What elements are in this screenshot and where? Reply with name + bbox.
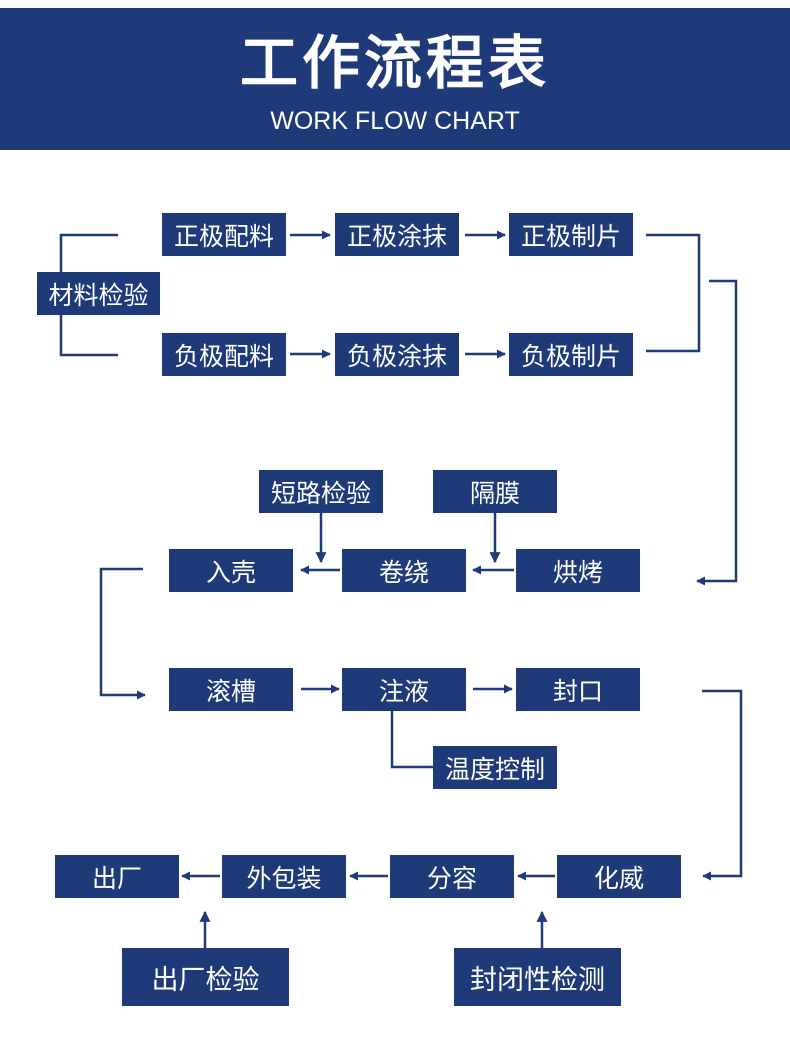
header-banner: 工作流程表 WORK FLOW CHART [0, 8, 790, 150]
step-shipment: 出厂 [55, 855, 179, 898]
step-negative-batching: 负极配料 [162, 333, 286, 376]
step-short-circuit-test: 短路检验 [259, 470, 383, 513]
temperature-bracket [390, 711, 433, 769]
step-positive-sheet: 正极制片 [509, 213, 633, 256]
step-separator: 隔膜 [433, 470, 557, 513]
step-winding: 卷绕 [342, 549, 466, 592]
step-baking: 烘烤 [516, 549, 640, 592]
step-grading: 分容 [390, 855, 514, 898]
page-subtitle: WORK FLOW CHART [270, 107, 520, 135]
step-sealing: 封口 [516, 668, 640, 711]
step-temperature-control: 温度控制 [433, 746, 557, 789]
connector-to-formation [702, 689, 743, 881]
step-formation: 化威 [557, 855, 681, 898]
step-material-inspection: 材料检验 [37, 272, 160, 315]
step-grooving: 滚槽 [169, 668, 293, 711]
step-outer-packaging: 外包装 [222, 855, 346, 898]
step-negative-coating: 负极涂抹 [335, 333, 459, 376]
step-casing: 入壳 [169, 549, 293, 592]
step-electrolyte-injection: 注液 [342, 668, 466, 711]
step-positive-coating: 正极涂抹 [335, 213, 459, 256]
connector-to-baking [696, 279, 738, 586]
step-factory-inspection: 出厂检验 [122, 948, 289, 1006]
step-negative-sheet: 负极制片 [509, 333, 633, 376]
step-positive-batching: 正极配料 [162, 213, 286, 256]
sheets-join-bracket [646, 233, 701, 353]
step-seal-test: 封闭性检测 [454, 948, 621, 1006]
page-title: 工作流程表 [239, 29, 550, 97]
connector-to-grooving [99, 567, 146, 700]
